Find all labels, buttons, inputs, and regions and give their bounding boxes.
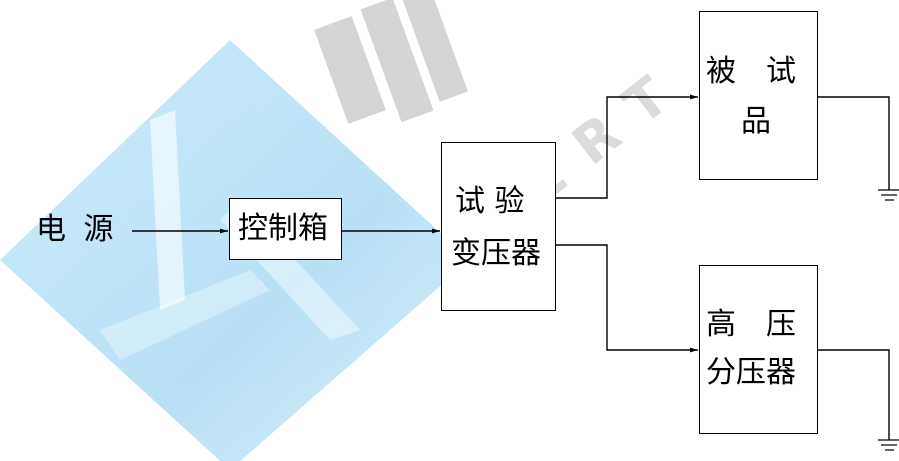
- control-box-label: 控制箱: [238, 211, 328, 246]
- test-object-label-line1: 被 试: [706, 54, 796, 89]
- ground-wire-test-object: [818, 96, 890, 190]
- test-transformer-label-line1: 试 验: [455, 184, 525, 219]
- control-box: [229, 198, 342, 260]
- arrow-transformer-to-test-object: [556, 94, 698, 199]
- ground-wire-divider: [818, 349, 890, 440]
- power-source-label: 电 源: [36, 212, 114, 247]
- test-transformer-box: [441, 142, 556, 311]
- ground-symbol-bottom: [878, 439, 899, 451]
- test-transformer-label-line2: 变压器: [451, 236, 541, 271]
- arrow-transformer-to-divider: [556, 244, 698, 353]
- hv-divider-label-line1: 高 压: [706, 307, 796, 342]
- watermark-chinese-mark: [314, 0, 468, 124]
- test-object-box: [699, 11, 818, 180]
- ground-symbol-top: [878, 189, 899, 201]
- hv-divider-label-line2: 分压器: [706, 355, 796, 390]
- test-object-label-line2: 品: [741, 104, 771, 139]
- hv-divider-box: [699, 265, 818, 434]
